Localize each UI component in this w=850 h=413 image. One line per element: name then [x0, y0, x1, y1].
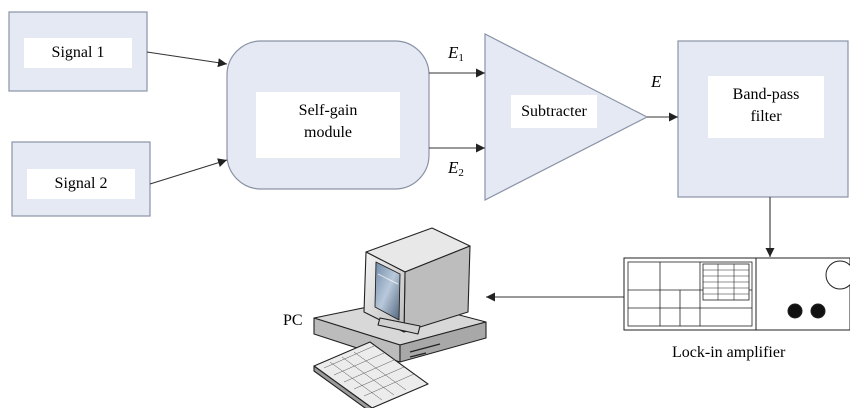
connectors — [146, 51, 775, 302]
e-signal-label: E — [651, 72, 661, 92]
band-pass-filter-label-line2: filter — [750, 108, 782, 125]
self-gain-module-label-line2: module — [304, 124, 352, 141]
e1-symbol: E — [448, 43, 459, 62]
subtracter-label: Subtracter — [488, 92, 620, 132]
arrow-signal1-to-module — [146, 51, 228, 68]
signal-2-label: Signal 2 — [27, 169, 135, 199]
band-pass-filter-label-line1: Band-pass — [732, 86, 800, 103]
e-symbol: E — [651, 72, 662, 91]
arrow-signal2-to-module — [149, 158, 228, 185]
e2-subscript: 2 — [458, 167, 464, 179]
lock-in-amplifier-label: Lock-in amplifier — [672, 344, 786, 361]
self-gain-module-label-line1: Self-gain — [298, 102, 358, 119]
pc-label: PC — [283, 312, 303, 329]
pc-computer-icon — [313, 227, 487, 413]
e1-signal-label: E1 — [448, 43, 464, 64]
subtracter-label-text: Subtracter — [511, 95, 597, 128]
lock-in-amplifier-instrument — [623, 257, 850, 331]
signal-1-label: Signal 1 — [24, 38, 132, 68]
self-gain-module-label: Self-gain module — [256, 92, 400, 158]
e1-subscript: 1 — [458, 52, 464, 64]
e2-signal-label: E2 — [448, 158, 464, 179]
band-pass-filter-label: Band-pass filter — [708, 76, 824, 138]
e2-symbol: E — [448, 158, 459, 177]
